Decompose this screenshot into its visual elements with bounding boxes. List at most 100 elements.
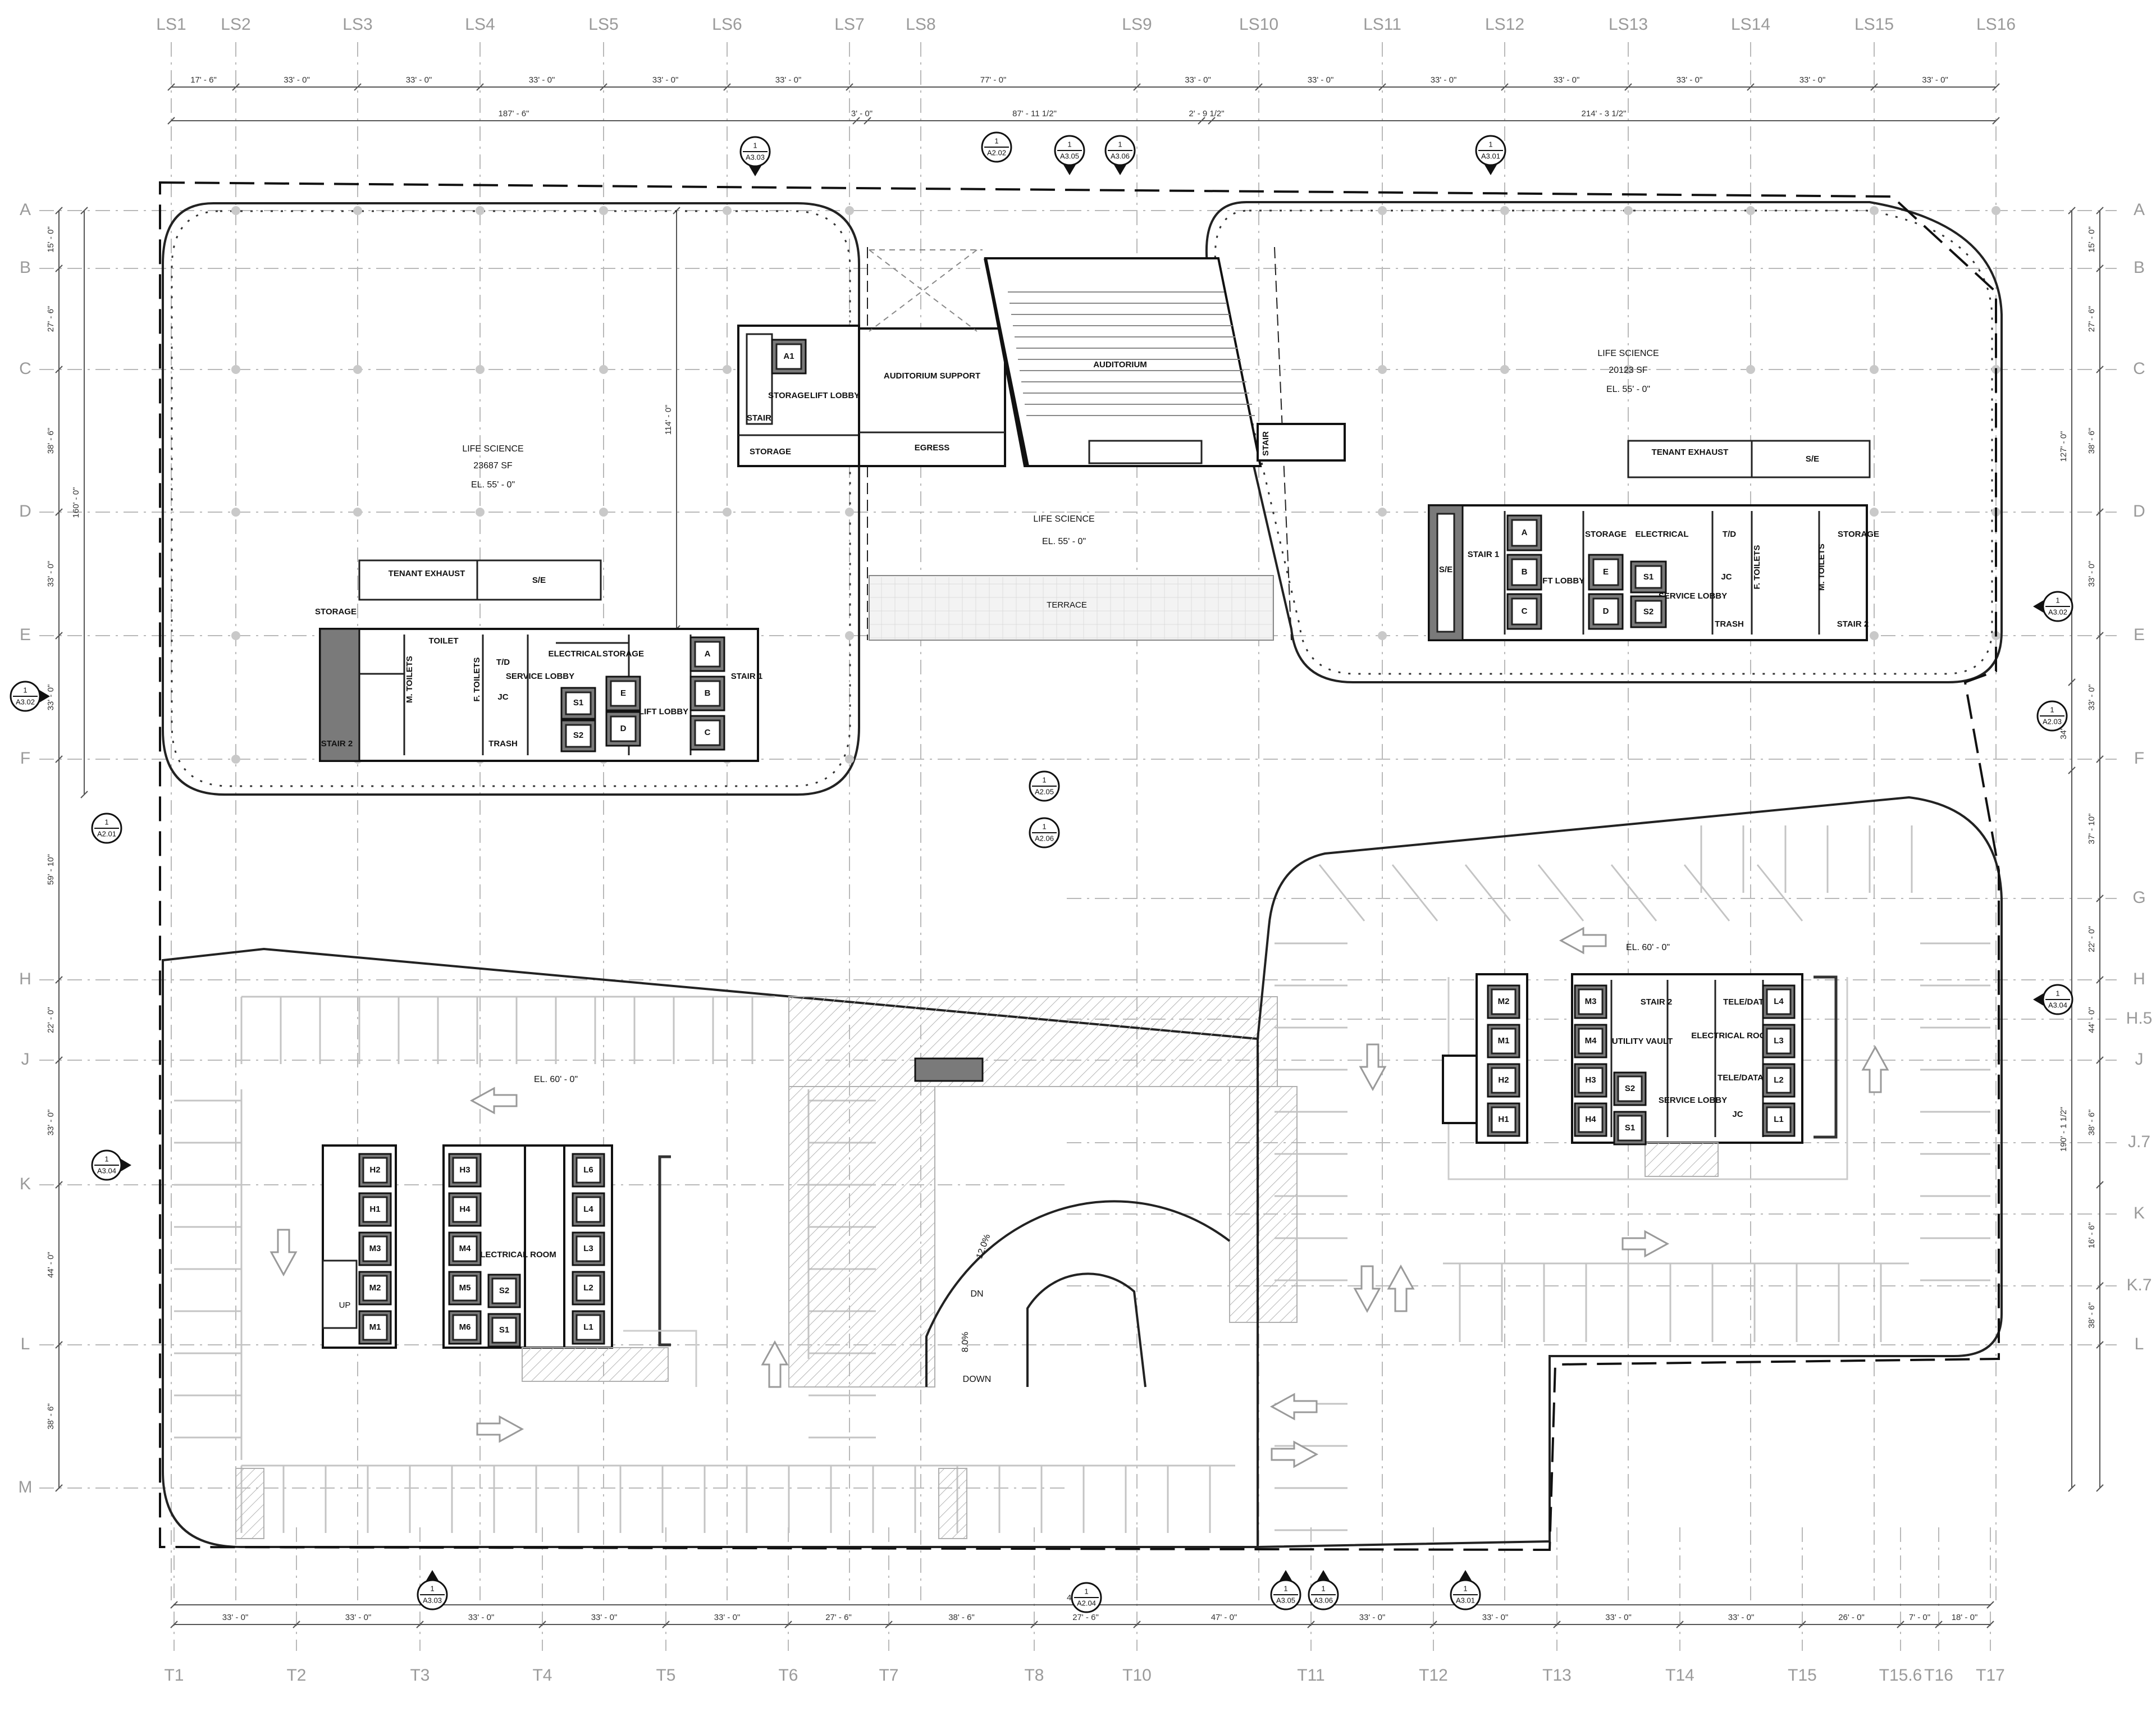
east-tower-name: LIFE SCIENCE (1597, 349, 1659, 358)
west-garage-elevator-l1: L1 (572, 1310, 605, 1345)
grid-label-left-c: C (19, 359, 31, 378)
structural-column (723, 365, 732, 374)
east-tenant-exhaust-room (1627, 440, 1871, 478)
west-tenant-exhaust-room (358, 559, 602, 601)
grid-label-top-ls14: LS14 (1731, 15, 1770, 34)
dim-top-9: 33' - 0" (1431, 75, 1457, 85)
parking-stall-line (1391, 864, 1438, 921)
svg-text:A3.02: A3.02 (2048, 608, 2067, 616)
grid-label-right-h-5: H.5 (2126, 1009, 2153, 1028)
dim-right-0: 15' - 0" (2087, 226, 2096, 253)
svg-text:A3.01: A3.01 (1456, 1596, 1475, 1604)
east-jc-label: JC (1721, 572, 1732, 582)
east-parking: EL. 60' - 0" STAIR 2 TELE/DATA UTILITY V… (1257, 796, 2003, 1549)
dim-top-total-0: 187' - 6" (499, 109, 529, 118)
parking-stall-line (1683, 864, 1730, 921)
svg-text:L6: L6 (583, 1165, 593, 1175)
grid-label-bottom-t17: T17 (1976, 1666, 2005, 1685)
dim-bottom-7: 27' - 6" (1072, 1613, 1099, 1622)
grid-label-right-d: D (2133, 502, 2145, 521)
aud-stair-label: STAIR (747, 413, 771, 423)
grid-label-top-ls12: LS12 (1485, 15, 1524, 34)
svg-text:A2.01: A2.01 (97, 829, 116, 838)
east-tower-area: 20123 SF (1609, 366, 1648, 375)
section-marker-right-2: 1A3.04 (2033, 984, 2073, 1015)
west-elevator-d: D (605, 711, 641, 747)
dim-bottom-4: 33' - 0" (714, 1613, 741, 1622)
dim-right-9: 16' - 6" (2087, 1222, 2096, 1249)
west-garage-elevator-l6: L6 (572, 1153, 605, 1188)
west-garage-electrical-1: ELECTRICAL ROOM (474, 1250, 556, 1259)
west-lift-lobby-label: LIFT LOBBY (639, 707, 688, 717)
dim-right-3: 33' - 0" (2087, 561, 2096, 587)
grid-label-top-ls5: LS5 (588, 15, 618, 34)
bridge-name: LIFE SCIENCE (1033, 514, 1094, 524)
ramp-apron (788, 996, 1278, 1087)
svg-text:A2.04: A2.04 (1077, 1599, 1096, 1607)
east-storage2-label: STORAGE (1838, 530, 1879, 539)
svg-text:M4: M4 (1585, 1036, 1597, 1046)
dim-top-10: 33' - 0" (1554, 75, 1580, 85)
direction-arrow (1387, 1264, 1415, 1312)
ramp-wall-east (1229, 1086, 1298, 1323)
dim-left-3: 33' - 0" (46, 561, 56, 587)
grid-label-bottom-t3: T3 (410, 1666, 430, 1685)
east-elevator-c: C (1506, 593, 1542, 630)
dim-left-total-0: 160' - 0" (71, 487, 81, 518)
svg-text:A3.03: A3.03 (746, 153, 765, 161)
west-stair2-shaft (319, 628, 360, 762)
dim-left-5: 59' - 10" (46, 854, 56, 885)
grid-label-left-f: F (20, 749, 30, 768)
grid-label-right-a: A (2134, 200, 2145, 219)
dim-left-0: 15' - 0" (46, 226, 56, 253)
grid-label-top-ls4: LS4 (465, 15, 495, 34)
east-garage-elevator-h2: H2 (1487, 1063, 1520, 1098)
svg-text:S2: S2 (1643, 607, 1653, 617)
section-marker-top-2: 1A3.05 (1054, 135, 1085, 175)
structural-column (845, 508, 854, 517)
svg-text:1: 1 (2055, 596, 2059, 604)
svg-text:E: E (620, 688, 626, 698)
svg-text:E: E (1603, 567, 1609, 577)
dim-bottom-8: 47' - 0" (1211, 1613, 1237, 1622)
svg-text:L2: L2 (1774, 1075, 1784, 1085)
dim-right-5: 37' - 10" (2087, 814, 2096, 845)
svg-text:1: 1 (430, 1584, 434, 1592)
svg-text:L3: L3 (583, 1244, 593, 1253)
svg-text:M2: M2 (369, 1283, 381, 1293)
auditorium-label: AUDITORIUM (1093, 360, 1147, 369)
east-garage-service-elevator-s1: S1 (1613, 1111, 1647, 1146)
direction-arrow (469, 1087, 518, 1115)
svg-text:S1: S1 (499, 1325, 509, 1335)
structural-column (599, 206, 608, 215)
parking-stall-line (1318, 864, 1365, 921)
dim-left-9: 38' - 6" (46, 1403, 56, 1430)
ramp-curve-inner (1026, 1272, 1146, 1388)
west-garage-elevator-h3: H3 (448, 1153, 482, 1188)
grid-label-right-l: L (2135, 1335, 2144, 1353)
section-marker-center-1: 1A2.06 (1029, 817, 1060, 848)
svg-text:1: 1 (1067, 140, 1071, 148)
east-storage-label: STORAGE (1585, 530, 1627, 539)
svg-text:H2: H2 (1498, 1075, 1509, 1085)
svg-text:1: 1 (1042, 775, 1046, 784)
west-tower: LIFE SCIENCE 23687 SF EL. 55' - 0" TENAN… (162, 202, 860, 796)
svg-text:H3: H3 (459, 1165, 470, 1175)
grid-label-bottom-t4: T4 (532, 1666, 552, 1685)
svg-text:A3.02: A3.02 (16, 697, 35, 706)
structural-column (1746, 206, 1755, 215)
east-garage-elevator-m3: M3 (1574, 984, 1607, 1019)
east-garage-elevator-h3: H3 (1574, 1063, 1607, 1098)
parking-stall-line (1756, 864, 1803, 921)
east-garage-jc: JC (1732, 1110, 1743, 1119)
west-elevator-e: E (605, 676, 641, 711)
grid-label-bottom-t6: T6 (778, 1666, 798, 1685)
dim-top-total-4: 214' - 3 1/2" (1582, 109, 1627, 118)
structural-column (1870, 508, 1879, 517)
east-garage-elevator-l4: L4 (1762, 984, 1796, 1019)
structural-column (476, 206, 485, 215)
grid-label-bottom-t2: T2 (286, 1666, 306, 1685)
aud-storage1-label: STORAGE (768, 391, 810, 400)
svg-text:S1: S1 (573, 698, 583, 708)
section-marker-bottom-4: 1A3.01 (1450, 1570, 1481, 1610)
